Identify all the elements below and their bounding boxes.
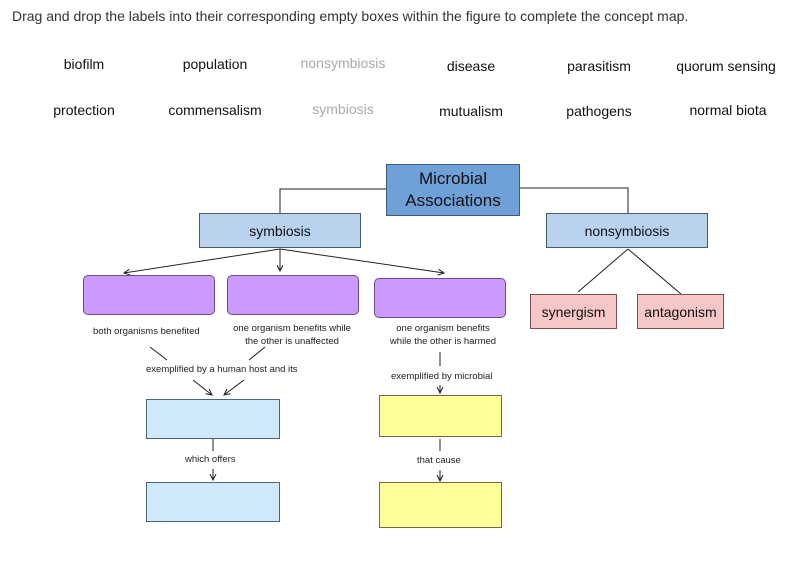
drop-box-normal-biota[interactable]	[146, 399, 280, 439]
label-parasitism[interactable]: parasitism	[567, 58, 631, 74]
drop-box-disease[interactable]	[379, 482, 502, 528]
node-synergism: synergism	[530, 294, 617, 329]
desc-parasitism-line1: one organism benefits	[396, 323, 490, 334]
desc-commensalism-line1: one organism benefits while	[233, 323, 351, 334]
label-symbiosis[interactable]: symbiosis	[312, 101, 374, 117]
drop-box-mutualism[interactable]	[83, 275, 215, 315]
label-pathogens[interactable]: pathogens	[566, 103, 632, 119]
node-symbiosis-text: symbiosis	[249, 222, 311, 239]
text-that-cause: that cause	[417, 455, 461, 466]
label-biofilm[interactable]: biofilm	[63, 56, 105, 72]
desc-commensalism: one organism benefits while the other is…	[228, 322, 356, 348]
label-normal-biota[interactable]: normal biota	[689, 102, 767, 118]
label-disease[interactable]: disease	[446, 58, 496, 74]
node-root-text: Microbial Associations	[405, 169, 501, 210]
node-synergism-text: synergism	[541, 303, 606, 320]
label-quorum-sensing[interactable]: quorum sensing	[676, 58, 776, 74]
desc-parasitism: one organism benefits while the other is…	[381, 322, 505, 348]
label-population[interactable]: population	[182, 56, 248, 72]
desc-parasitism-line2: while the other is harmed	[389, 336, 497, 347]
label-mutualism[interactable]: mutualism	[439, 103, 503, 119]
node-nonsymbiosis: nonsymbiosis	[546, 213, 708, 248]
desc-commensalism-line2: the other is unaffected	[245, 336, 339, 347]
drop-box-commensalism[interactable]	[227, 275, 359, 315]
node-nonsymbiosis-text: nonsymbiosis	[584, 222, 670, 239]
node-antagonism-text: antagonism	[644, 303, 717, 320]
drop-box-protection[interactable]	[146, 482, 280, 522]
label-nonsymbiosis[interactable]: nonsymbiosis	[300, 55, 386, 71]
drop-box-parasitism[interactable]	[374, 278, 506, 318]
node-microbial-associations: Microbial Associations	[386, 164, 520, 216]
node-symbiosis: symbiosis	[199, 213, 361, 248]
text-which-offers: which offers	[185, 454, 236, 465]
text-exemplified-host: exemplified by a human host and its	[146, 364, 298, 375]
text-exemplified-microbial: exemplified by microbial	[391, 371, 493, 382]
drop-box-pathogens[interactable]	[379, 395, 502, 437]
label-commensalism[interactable]: commensalism	[168, 102, 262, 118]
instructions: Drag and drop the labels into their corr…	[12, 8, 689, 24]
node-antagonism: antagonism	[637, 294, 724, 329]
label-protection[interactable]: protection	[53, 102, 115, 118]
desc-mutualism: both organisms benefited	[93, 326, 200, 337]
